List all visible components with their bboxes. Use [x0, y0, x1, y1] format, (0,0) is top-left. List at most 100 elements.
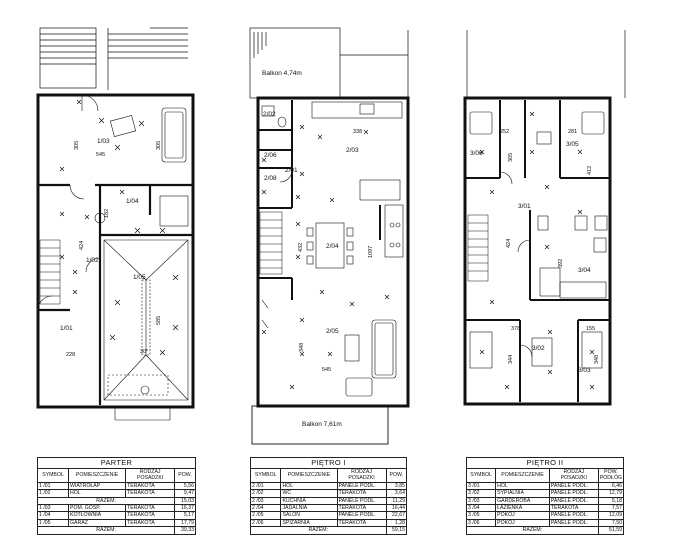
- column-header: POW.: [174, 468, 196, 483]
- cell-floor: TERAKOTA: [125, 481, 176, 491]
- cell-room: JADALNIA: [280, 504, 338, 513]
- cell-room: SYPIALNIA: [495, 489, 550, 498]
- table-row: 2 /01 HOL PANELE PODŁ. 3,85: [249, 481, 408, 491]
- cell-area: 12,09: [597, 511, 625, 520]
- total-row: RAZEM: 39,33: [36, 526, 196, 535]
- cell-room: WIATROŁAP: [67, 481, 127, 491]
- subtotal-value: 15,03: [174, 496, 196, 506]
- cell-area: 17,79: [174, 518, 196, 528]
- cell-symbol: 3 /05: [465, 511, 497, 520]
- cell-room: POM. GOSP.: [67, 504, 127, 513]
- balcony-bottom-label: Balkon 7,61m: [302, 421, 342, 428]
- table-row: 2 /06 SPIŻARNIA TERAKOTA 1,28: [249, 518, 408, 528]
- room-label: 3/02: [532, 345, 545, 352]
- ground-furniture: [94, 107, 189, 396]
- total-label: RAZEM:: [466, 526, 599, 535]
- dimension-label: 1097: [368, 246, 374, 258]
- room-label: 3/03: [578, 367, 591, 374]
- cell-floor: TERAKOTA: [336, 489, 387, 498]
- table-row: 3 /04 ŁAZIENKA TERAKOTA 7,57: [465, 504, 625, 513]
- table-row: 1 /01 WIATROŁAP TERAKOTA 5,56: [37, 481, 196, 491]
- ground-floor-plan: [36, 27, 195, 421]
- first-light-points: [261, 124, 390, 390]
- table-title: PIĘTRO I: [250, 457, 407, 469]
- dining-table: [306, 222, 354, 269]
- dimension-label: 545: [322, 367, 331, 373]
- cell-area: 5,17: [174, 511, 196, 520]
- table-row: 2 /04 JADALNIA TERAKOTA 16,44: [249, 504, 408, 513]
- cell-room: KOTŁOWNIA: [67, 511, 127, 520]
- cell-floor: PANELE PODŁ.: [336, 511, 387, 520]
- balcony-top-label: Balkon 4,74m: [262, 70, 302, 77]
- first-floor-plan: [249, 27, 410, 445]
- dimension-label: 348: [299, 343, 305, 352]
- cell-symbol: 1 /05: [37, 518, 69, 528]
- cell-floor: PANELE PODŁ.: [548, 481, 599, 491]
- cell-floor: TERAKOTA: [548, 504, 599, 513]
- column-header: POW. PODŁÓG: [597, 468, 625, 483]
- room-label: 2/06: [264, 152, 277, 159]
- total-label: RAZEM:: [36, 526, 176, 535]
- room-label: 3/04: [578, 267, 591, 274]
- total-value: 59,15: [385, 526, 408, 535]
- table-row: 2 /05 SALON PANELE PODŁ. 22,67: [249, 511, 408, 520]
- cell-symbol: 3 /03: [465, 496, 497, 506]
- room-table-pietro-1: PIĘTRO I SYMBOL POMIESZCZENIE RODZAJ POS…: [249, 457, 408, 535]
- cell-symbol: 3 /02: [465, 489, 497, 498]
- bottom-balcony: [251, 405, 389, 445]
- second-light-points: [479, 111, 595, 390]
- cell-area: 16,37: [174, 504, 196, 513]
- cell-area: 3,85: [385, 481, 408, 491]
- dimension-label: 412: [587, 166, 593, 175]
- cell-area: 1,28: [385, 518, 408, 528]
- cell-symbol: 2 /03: [249, 496, 282, 506]
- kitchen-counter: [311, 101, 404, 258]
- cell-floor: TERAKOTA: [336, 518, 387, 528]
- cell-area: 12,79: [597, 489, 625, 498]
- dimension-label: 305: [508, 153, 514, 162]
- table-row: 2 /03 KUCHNIA PANELE PODŁ. 11,29: [249, 496, 408, 506]
- second-furniture: [469, 111, 608, 369]
- column-header: POMIESZCZENIE: [495, 468, 550, 483]
- cell-floor: PANELE PODŁ.: [336, 496, 387, 506]
- cell-room: GARAŻ: [67, 518, 127, 528]
- cell-floor: PANELE PODŁ.: [548, 518, 599, 528]
- cell-symbol: 2 /04: [249, 504, 282, 513]
- column-header: SYMBOL: [37, 468, 69, 483]
- cell-area: 11,29: [385, 496, 408, 506]
- table-row: 1 /04 KOTŁOWNIA TERAKOTA 5,17: [37, 511, 196, 520]
- table-row: 1 /03 POM. GOSP. TERAKOTA 16,37: [37, 504, 196, 513]
- cell-symbol: 2 /06: [249, 518, 282, 528]
- cell-room: SPIŻARNIA: [280, 518, 338, 528]
- table-row: 2 /02 WC TERAKOTA 3,64: [249, 489, 408, 498]
- cell-floor: PANELE PODŁ.: [336, 481, 387, 491]
- dimension-label: 30°: [140, 349, 148, 355]
- room-label: 3/06: [470, 150, 483, 157]
- cell-floor: TERAKOTA: [125, 504, 176, 513]
- column-header: SYMBOL: [249, 468, 282, 483]
- cell-room: WC: [280, 489, 338, 498]
- column-header: POMIESZCZENIE: [67, 468, 127, 483]
- cell-symbol: 3 /06: [465, 518, 497, 528]
- cell-area: 9,47: [174, 489, 196, 498]
- dimension-label: 432: [298, 243, 304, 252]
- table-row: 3 /06 POKÓJ PANELE PODŁ. 7,50: [465, 518, 625, 528]
- dimension-label: 585: [156, 316, 162, 325]
- subtotal-row: RAZEM: 15,03: [36, 496, 196, 506]
- first-stairs: [259, 211, 283, 275]
- column-header: RODZAJ POSADZKI: [125, 468, 176, 483]
- cell-floor: TERAKOTA: [336, 504, 387, 513]
- cell-floor: PANELE PODŁ.: [548, 489, 599, 498]
- cell-floor: TERAKOTA: [125, 511, 176, 520]
- dimension-label: 348: [594, 355, 600, 364]
- cell-area: 7,50: [597, 518, 625, 528]
- dimension-label: 155: [586, 326, 595, 332]
- cell-floor: TERAKOTA: [125, 489, 176, 498]
- cell-room: HOL: [67, 489, 127, 498]
- dimension-label: 378: [511, 326, 520, 332]
- cell-symbol: 1 /04: [37, 511, 69, 520]
- room-label: 2/02: [263, 111, 276, 118]
- dimension-label: 305: [156, 141, 162, 150]
- room-table-pietro-2: PIĘTRO II SYMBOL POMIESZCZENIE RODZAJ PO…: [465, 457, 625, 535]
- room-label: 2/08: [264, 175, 277, 182]
